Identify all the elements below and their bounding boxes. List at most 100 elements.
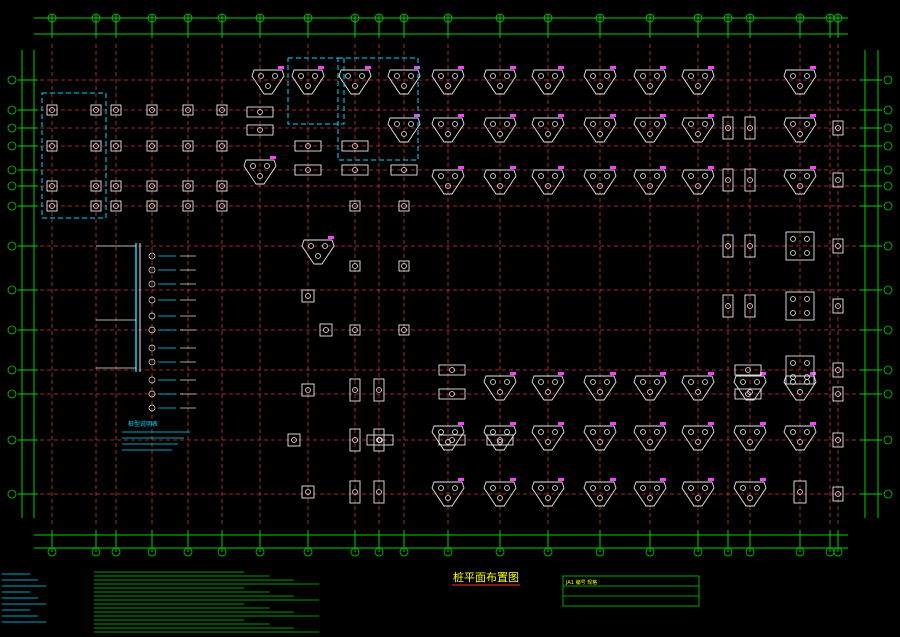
pile-label-mark <box>610 166 616 169</box>
pile-label-mark <box>660 66 666 69</box>
pile <box>604 121 610 127</box>
pile <box>445 183 451 189</box>
axis-bubble-top <box>495 13 505 23</box>
pile-cap-rect <box>832 120 844 136</box>
pile-cap-rect <box>146 200 158 212</box>
pile-cap-rect <box>832 172 844 188</box>
legend-symbol <box>148 280 156 288</box>
pile <box>747 495 753 501</box>
pile <box>797 439 803 445</box>
pile <box>352 263 358 269</box>
zone-upper <box>287 57 345 125</box>
pile <box>401 327 407 333</box>
pile-cap-triangular <box>301 239 335 265</box>
pile-cap-rect <box>349 260 361 272</box>
pile-cap-triangular <box>583 375 617 401</box>
axis-bubble-left <box>7 123 17 133</box>
pile <box>702 379 708 385</box>
axis-bubble-right <box>883 105 893 115</box>
pile <box>552 173 558 179</box>
pile <box>725 303 731 309</box>
pile <box>449 437 455 443</box>
pile-label-mark <box>510 372 516 375</box>
legend-symbol <box>148 358 156 366</box>
axis-bubble-right <box>883 389 893 399</box>
pile <box>352 489 358 495</box>
pile-cap-rect <box>722 116 734 140</box>
axis-bubble-top <box>443 13 453 23</box>
pile <box>305 83 311 89</box>
pile <box>797 183 803 189</box>
pile-cap-triangular <box>531 69 565 95</box>
pile-label-mark <box>328 236 334 239</box>
pile-cap-rect <box>438 388 466 400</box>
axis-bubble-right <box>883 325 893 335</box>
pile-cap-square <box>785 355 815 385</box>
pile-label-mark <box>458 478 464 481</box>
pile <box>647 131 653 137</box>
axis-bubble-bottom <box>443 547 453 557</box>
pile <box>745 367 751 373</box>
legend-symbol <box>148 344 156 352</box>
pile-cap-triangular <box>633 169 667 195</box>
pile <box>545 83 551 89</box>
pile-label-mark <box>558 166 564 169</box>
legend-symbol <box>148 252 156 260</box>
pile <box>352 167 358 173</box>
pile-cap-triangular <box>483 481 517 507</box>
pile <box>695 495 701 501</box>
pile <box>272 73 278 79</box>
pile <box>695 83 701 89</box>
pile <box>654 121 660 127</box>
pile-cap-triangular <box>733 425 767 451</box>
pile <box>185 107 191 113</box>
pile <box>804 250 810 256</box>
pile <box>797 489 803 495</box>
pile-cap-rect <box>438 364 466 376</box>
pile-label-mark <box>660 422 666 425</box>
pile-cap-rect <box>341 140 369 152</box>
pile-cap-rect <box>46 104 58 116</box>
pile-cap-triangular <box>583 425 617 451</box>
dimension-lines <box>18 14 882 552</box>
pile-cap-triangular <box>483 375 517 401</box>
pile <box>695 183 701 189</box>
pile <box>790 236 796 242</box>
pile-cap-triangular <box>483 69 517 95</box>
axis-bubbles <box>7 13 893 557</box>
pile-cap-rect <box>398 200 410 212</box>
pile <box>315 253 321 259</box>
pile <box>352 437 358 443</box>
axis-bubble-right <box>883 123 893 133</box>
pile <box>149 203 155 209</box>
axis-bubble-left <box>7 105 17 115</box>
zone-outlines <box>41 57 419 219</box>
pile <box>49 203 55 209</box>
axis-bubble-bottom <box>723 547 733 557</box>
pile <box>401 263 407 269</box>
axis-bubble-right <box>883 241 893 251</box>
pile <box>305 293 311 299</box>
pile <box>552 121 558 127</box>
pile <box>695 439 701 445</box>
pile <box>552 429 558 435</box>
pile <box>545 131 551 137</box>
axis-bubble-top <box>745 13 755 23</box>
pile <box>185 203 191 209</box>
pile-cap-triangular <box>531 425 565 451</box>
pile-cap-rect <box>246 124 274 136</box>
pile <box>452 121 458 127</box>
axis-bubble-bottom <box>183 547 193 557</box>
axis-bubble-bottom <box>374 547 384 557</box>
pile-label-mark <box>558 478 564 481</box>
pile-label-mark <box>660 166 666 169</box>
axis-bubble-top <box>47 13 57 23</box>
pile-cap-triangular <box>681 117 715 143</box>
axis-bubble-bottom <box>350 547 360 557</box>
axis-bubble-top <box>255 13 265 23</box>
pile <box>438 73 444 79</box>
pile-cap-rect <box>110 140 122 152</box>
zone-upper-right <box>337 57 419 161</box>
axis-bubble-left <box>7 201 17 211</box>
pile-cap-triangular <box>431 481 465 507</box>
